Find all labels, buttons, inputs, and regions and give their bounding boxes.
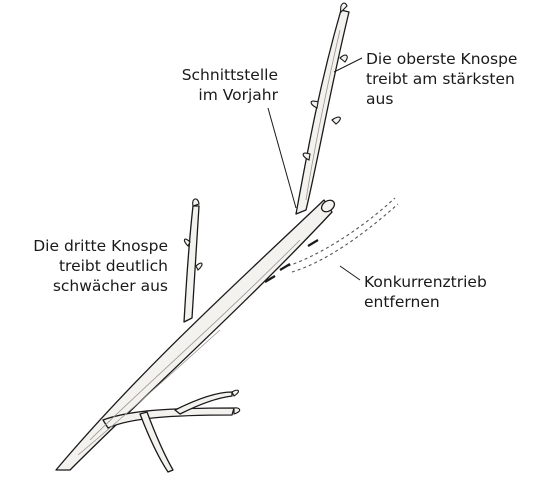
label-cut-point-line2: im Vorjahr bbox=[148, 85, 278, 105]
label-competitor: Konkurrenztrieb entfernen bbox=[364, 272, 487, 312]
bud bbox=[332, 117, 340, 124]
label-top-bud-line1: Die oberste Knospe bbox=[366, 49, 517, 69]
label-third-bud-line3: schwächer aus bbox=[8, 276, 168, 296]
label-top-bud: Die oberste Knospe treibt am stärksten a… bbox=[366, 49, 517, 109]
third-bud-shoot bbox=[184, 206, 199, 322]
bud bbox=[234, 408, 240, 414]
label-top-bud-line2: treibt am stärksten bbox=[366, 69, 517, 89]
label-top-bud-line3: aus bbox=[366, 89, 517, 109]
label-third-bud: Die dritte Knospe treibt deutlich schwäc… bbox=[8, 236, 168, 296]
label-third-bud-line2: treibt deutlich bbox=[8, 256, 168, 276]
lower-twig-2 bbox=[140, 412, 173, 472]
label-competitor-line1: Konkurrenztrieb bbox=[364, 272, 487, 292]
bud bbox=[340, 55, 347, 62]
cut-mark bbox=[308, 240, 318, 246]
bud bbox=[311, 101, 318, 108]
label-competitor-line2: entfernen bbox=[364, 292, 487, 312]
leader-line-rival bbox=[340, 266, 360, 280]
label-cut-point-line1: Schnittstelle bbox=[148, 65, 278, 85]
label-cut-point: Schnittstelle im Vorjahr bbox=[148, 65, 278, 105]
leader-line-cut bbox=[268, 108, 296, 208]
bud bbox=[196, 263, 202, 270]
bud bbox=[193, 199, 199, 206]
bud bbox=[303, 153, 310, 160]
bud bbox=[232, 390, 238, 396]
label-third-bud-line1: Die dritte Knospe bbox=[8, 236, 168, 256]
